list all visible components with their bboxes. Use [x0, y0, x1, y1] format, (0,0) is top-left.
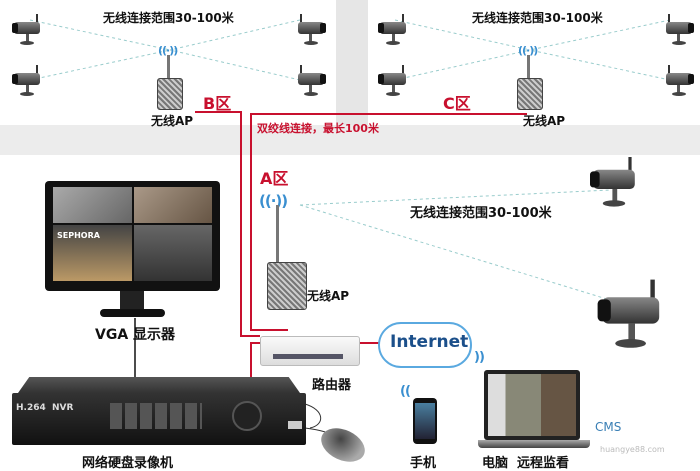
nvr-top: [18, 377, 300, 393]
camera-icon: [292, 14, 326, 48]
vga-monitor: SEPHORA: [45, 181, 220, 291]
nvr-buttons[interactable]: [110, 403, 202, 429]
router-device: [260, 336, 360, 366]
laptop-base: [478, 440, 590, 448]
nvr-device: H.264 NVR: [12, 393, 306, 445]
phone-label: 手机: [410, 456, 437, 471]
wifi-icon: ((: [400, 384, 411, 399]
wifi-icon: )): [474, 350, 485, 365]
ap-antenna: [276, 205, 279, 263]
wifi-icon: ((·)): [518, 44, 538, 57]
zone-a-ap-label: 无线AP: [307, 289, 350, 303]
divider-wall: [336, 0, 368, 125]
camera-icon: [12, 14, 46, 48]
monitor-label: VGA 显示器: [95, 327, 176, 343]
ap-antenna: [527, 55, 530, 80]
zone-a-label: A区: [260, 169, 289, 188]
nvr-label: 网络硬盘录像机: [82, 456, 174, 471]
camera-icon: [12, 65, 46, 99]
wireless-ap-c: [517, 78, 543, 110]
phone-device: [413, 398, 437, 444]
camera-icon: [590, 157, 686, 237]
camera-icon: [378, 65, 412, 99]
router-label: 路由器: [312, 378, 352, 393]
cable-c: [250, 113, 527, 115]
camera-icon: [660, 14, 694, 48]
zone-b-ap-label: 无线AP: [151, 114, 194, 128]
wireless-ap-a: [267, 262, 307, 310]
screen-sign: SEPHORA: [53, 224, 132, 281]
camera-icon: [378, 14, 412, 48]
cable-b-down: [240, 111, 242, 336]
zone-c-range: 无线连接范围30-100米: [472, 11, 603, 25]
usb-port[interactable]: [288, 421, 302, 429]
zone-a-range: 无线连接范围30-100米: [410, 206, 552, 221]
corridor-band: [0, 125, 700, 155]
cable-router-left: [240, 335, 260, 337]
ap-antenna: [167, 55, 170, 80]
camera-icon: [597, 279, 673, 355]
cable-note: 双绞线连接，最长100米: [257, 122, 379, 135]
watermark: huangye88.com: [600, 445, 665, 454]
zone-c-label: C区: [443, 94, 471, 113]
wifi-icon: ((·)): [158, 44, 178, 57]
monitor-stand: [120, 291, 144, 311]
cable-c-down: [250, 113, 252, 331]
cable-nvr-down: [250, 342, 252, 382]
zone-c-ap-label: 无线AP: [523, 114, 566, 128]
camera-icon: [660, 65, 694, 99]
internet-cloud[interactable]: [378, 322, 472, 368]
laptop-screen: [484, 370, 580, 440]
nvr-brand: H.264 NVR: [16, 403, 74, 413]
cms-label: CMS: [595, 420, 622, 434]
monitor-base: [100, 309, 165, 317]
wifi-icon: ((·)): [259, 192, 288, 210]
cable-b: [195, 111, 242, 113]
camera-icon: [292, 65, 326, 99]
zone-b-label: B区: [203, 94, 232, 113]
cable-nvr: [250, 342, 260, 344]
wireless-ap-b: [157, 78, 183, 110]
internet-label: Internet: [390, 332, 469, 352]
cable-a-horizontal: [250, 329, 288, 331]
pc-label: 电脑 远程监看: [482, 456, 570, 471]
nvr-dpad[interactable]: [232, 401, 262, 431]
cable-internet: [358, 342, 382, 344]
zone-b-range: 无线连接范围30-100米: [103, 11, 234, 25]
